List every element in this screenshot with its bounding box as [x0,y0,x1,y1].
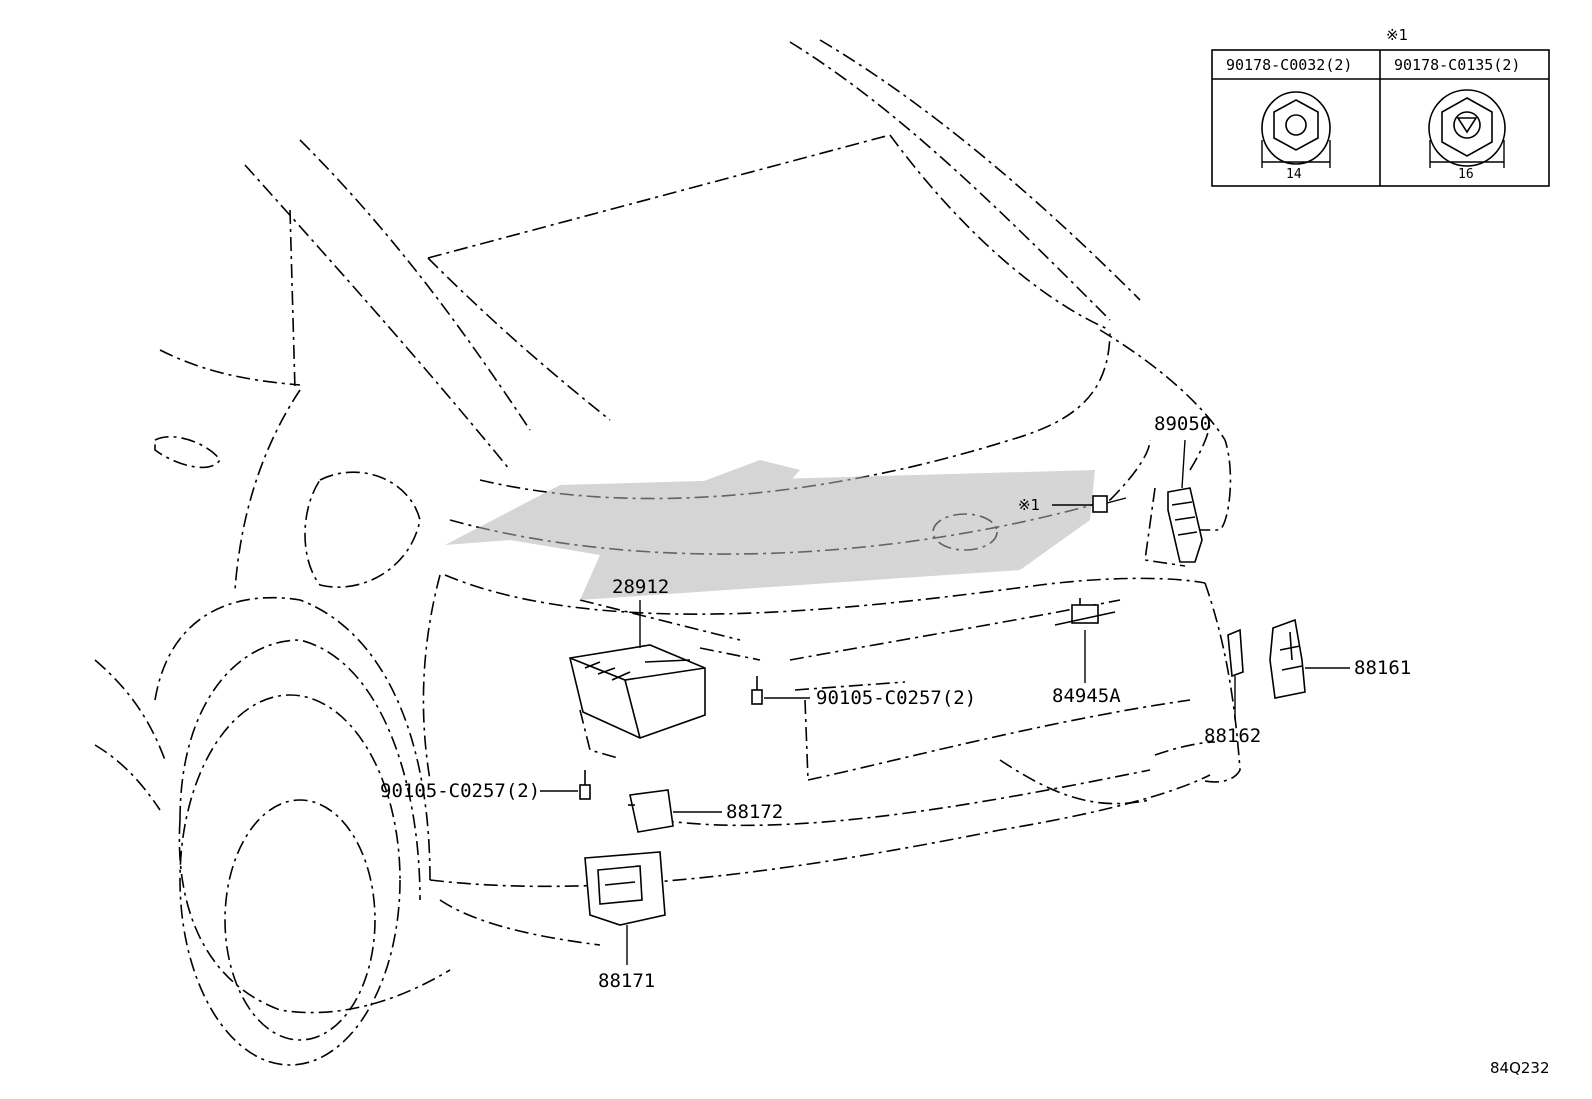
label-88172: 88172 [726,801,783,823]
table-part-number-1: 90178-C0032(2) [1226,56,1352,74]
fastener-table: ※1 90178-C0032(2) 90178-C0135(2) 14 16 [1211,26,1550,187]
label-90105-upper: 90105-C0257(2) [816,687,976,709]
part-84945A: 84945A [1052,598,1121,707]
label-88171: 88171 [598,970,655,992]
diagram-reference-code: 84Q232 [1490,1059,1550,1077]
table-marker: ※1 [1386,26,1408,44]
part-28912: 28912 [569,576,761,759]
table-part-number-2: 90178-C0135(2) [1394,56,1520,74]
part-88172: 88172 [628,789,783,833]
table-size-1: 14 [1286,167,1302,182]
label-28912: 28912 [612,576,669,598]
part-89050: 89050 [1144,413,1211,567]
part-88171: 88171 [584,851,666,992]
label-88162: 88162 [1204,725,1261,747]
callout-marker-label: ※1 [1018,496,1040,514]
label-89050: 89050 [1154,413,1211,435]
label-88161: 88161 [1354,657,1411,679]
vehicle-body-outline [94,39,1241,1066]
part-90105-lower: 90105-C0257(2) [380,770,591,802]
hex-nut-icon [1261,91,1331,168]
watermark-logo [445,460,1095,600]
label-84945A: 84945A [1052,685,1121,707]
table-size-2: 16 [1458,167,1474,182]
part-90105-upper: 90105-C0257(2) [751,676,976,709]
part-88162: 88162 [1204,628,1261,747]
callout-nut: ※1 [1018,495,1127,514]
label-90105-lower: 90105-C0257(2) [380,780,540,802]
part-88161: 88161 [1269,618,1411,699]
lock-nut-icon [1428,89,1506,168]
